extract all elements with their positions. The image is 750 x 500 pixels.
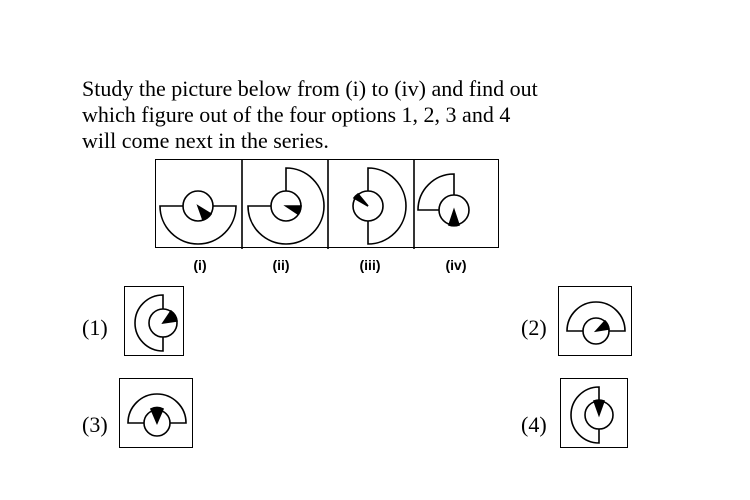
question-text: Study the picture below from (i) to (iv)… [82,76,622,154]
question-line-1: Study the picture below from (i) to (iv)… [82,76,538,101]
option-2-figure[interactable] [558,286,632,356]
option-1-figure[interactable] [124,286,184,356]
option-4-svg [570,386,614,444]
figure-i [159,190,237,245]
figure-iii [352,167,407,245]
label-iii: (iii) [359,257,381,273]
option-3-svg [127,393,187,437]
question-line-3: will come next in the series. [82,128,329,153]
option-2-svg [566,301,626,345]
option-3-label: (3) [82,412,108,437]
option-4-label: (4) [521,412,547,437]
question-line-2: which figure out of the four options 1, … [82,102,511,127]
series-svg [159,160,470,249]
option-1-label: (1) [82,315,108,340]
label-ii: (ii) [272,257,290,273]
figure-iv [417,173,470,227]
problem-figures [155,159,499,249]
option-3-figure[interactable] [119,378,193,448]
option-1-svg [134,294,178,352]
option-4-figure[interactable] [560,378,628,448]
label-i: (i) [193,257,207,273]
option-2-label: (2) [521,315,547,340]
figure-ii [247,167,325,245]
label-iv: (iv) [445,257,467,273]
